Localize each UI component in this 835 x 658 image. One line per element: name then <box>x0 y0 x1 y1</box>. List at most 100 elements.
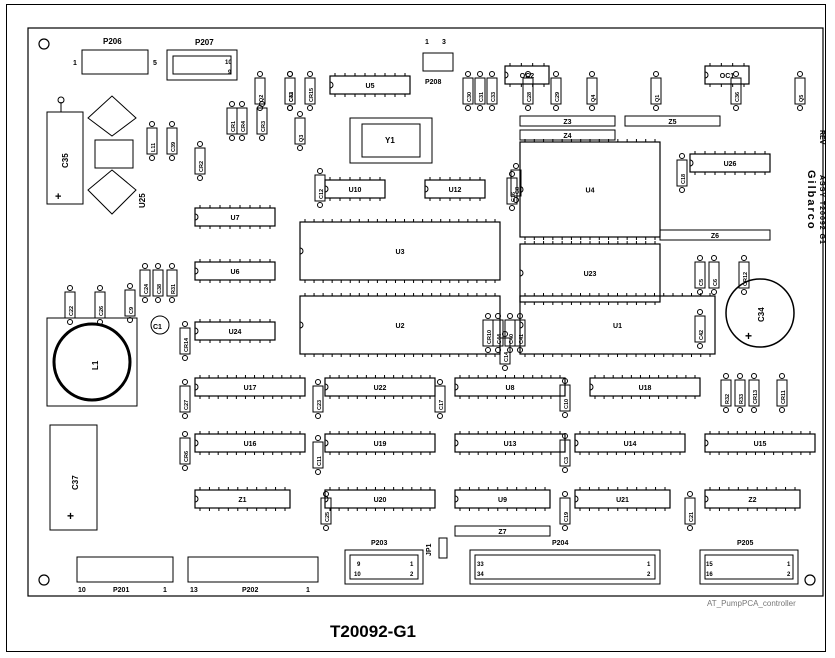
component-label: C11 <box>317 456 323 466</box>
chip-u10: U10 <box>324 177 386 201</box>
regulator-u25: U25 <box>87 95 147 215</box>
capacitor-c1: C1 <box>150 315 170 335</box>
component-label: Q4 <box>591 94 597 102</box>
component-label: C33 <box>491 92 497 102</box>
component-c17: C17 <box>434 379 446 419</box>
chip-label: Z2 <box>748 497 756 504</box>
component-label: C29 <box>555 92 561 102</box>
connector-pin-label: 2 <box>410 572 414 578</box>
chip-u14: U14 <box>574 431 686 455</box>
component-label: C43 <box>289 92 295 102</box>
part-label: C35 <box>61 153 70 168</box>
connector-pin-label: 1 <box>73 60 77 67</box>
component-label: C44 <box>497 333 503 344</box>
component-label: C9 <box>129 307 135 314</box>
component-cr11: CR11 <box>776 373 788 413</box>
connector-label: P202 <box>242 587 258 594</box>
component-cr15: CR15 <box>304 71 316 111</box>
chip-u21: U21 <box>574 487 671 511</box>
component-c6: C6 <box>708 255 720 295</box>
strip-label: Z7 <box>498 529 506 536</box>
connector-pin-label: 2 <box>647 572 651 578</box>
chip-u2: U2 <box>299 293 501 357</box>
connector-pin-label: 1 <box>306 587 310 594</box>
drawing-frame <box>6 4 826 652</box>
chip-u24: U24 <box>194 319 276 343</box>
chip-label: U10 <box>349 187 362 194</box>
chip-label: U24 <box>229 329 242 336</box>
component-c12: C12 <box>314 168 326 208</box>
strip-label: Z3 <box>563 119 571 126</box>
component-cr12: CR12 <box>738 255 750 295</box>
component-label: C30 <box>467 92 473 102</box>
component-c16: C16 <box>506 171 518 211</box>
component-label: C14 <box>504 351 510 362</box>
connector-label: P201 <box>113 587 129 594</box>
component-c10: C10 <box>559 378 571 418</box>
chip-u16: U16 <box>194 431 306 455</box>
component-label: CR15 <box>309 88 315 102</box>
connector-pin-label: 1 <box>425 39 429 46</box>
chip-u9: U9 <box>454 487 551 511</box>
component-label: C23 <box>317 400 323 410</box>
connector-pin-label: 15 <box>706 562 713 568</box>
component-c39: C39 <box>166 121 178 161</box>
jumper-jp1: JP1 <box>426 537 448 559</box>
component-label: C31 <box>479 92 485 102</box>
component-label: Q5 <box>799 95 805 102</box>
chip-u8: U8 <box>454 375 566 399</box>
component-label: C6 <box>713 279 719 286</box>
chip-u20: U20 <box>324 487 436 511</box>
component-label: C36 <box>735 92 741 102</box>
chip-u3: U3 <box>299 219 501 283</box>
component-label: CR12 <box>743 272 749 286</box>
chip-label: U4 <box>586 188 595 195</box>
component-r31: R31 <box>166 263 178 303</box>
part-label: C1 <box>153 324 162 331</box>
component-c33: C33 <box>486 71 498 111</box>
component-label: CR14 <box>184 337 190 352</box>
jumper-label: JP1 <box>426 543 433 556</box>
connector-p206: P206 1 5 <box>73 37 157 75</box>
component-label: C24 <box>144 283 150 294</box>
component-label: C18 <box>681 174 687 184</box>
component-c26: C26 <box>94 285 106 325</box>
connector-p203: P203 9 10 1 2 <box>344 540 424 585</box>
component-q3: Q3 <box>294 111 306 151</box>
component-c5: C5 <box>694 255 706 295</box>
component-label: CR11 <box>781 390 787 404</box>
chip-u15: U15 <box>704 431 816 455</box>
component-cr10: CR10 <box>482 313 494 353</box>
component-label: CR13 <box>753 390 759 404</box>
assembly-label: ASSY T20092 G1 <box>818 175 825 245</box>
component-c19: C19 <box>559 491 571 531</box>
component-q5: Q5 <box>794 71 806 111</box>
connector-pin-label: 33 <box>477 562 484 568</box>
chip-label: U19 <box>374 441 387 448</box>
component-c9: C9 <box>124 283 136 323</box>
polarity-mark: + <box>55 191 61 203</box>
component-cr6: CR6 <box>179 431 191 471</box>
chip-label: U13 <box>504 441 517 448</box>
chip-u23: U23 <box>519 241 661 305</box>
component-label: C39 <box>171 142 177 152</box>
chip-label: U23 <box>584 271 597 278</box>
chip-u1: U1 <box>519 293 716 357</box>
component-c23: C23 <box>312 379 324 419</box>
chip-label: U15 <box>754 441 767 448</box>
chip-label: U22 <box>374 385 387 392</box>
connector-label: P203 <box>371 540 387 547</box>
component-label: C27 <box>184 400 190 410</box>
component-c43: C43 <box>284 71 296 111</box>
strip-label: Z6 <box>711 233 719 240</box>
part-label: U25 <box>138 193 147 208</box>
component-label: C5 <box>699 279 705 286</box>
resistor-network-z7: Z7 <box>454 525 551 537</box>
component-label: R33 <box>739 394 745 404</box>
component-label: CR3 <box>261 121 267 132</box>
brand-label: Gilbarco <box>805 170 817 231</box>
component-q2: Q2 <box>254 71 266 111</box>
chip-label: U5 <box>366 83 375 90</box>
component-label: CR1 <box>231 121 237 132</box>
